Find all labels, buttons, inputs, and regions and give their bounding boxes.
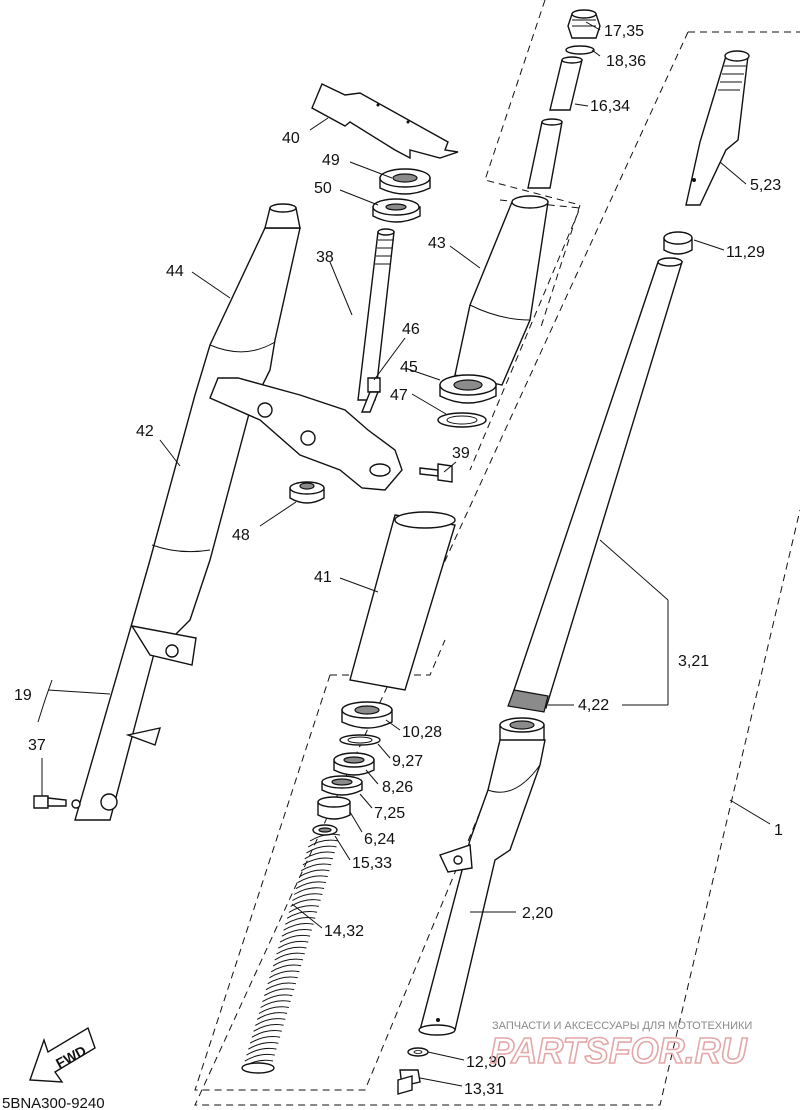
gasket-part [407,1047,429,1057]
inner-parts-group-boundary [194,639,486,1091]
lower-bearing-part [372,198,421,223]
callout-49: 49 [322,152,340,169]
pinch-bolt-part [360,377,381,413]
washer-part [321,775,363,796]
callout-13-31: 13,31 [464,1081,504,1098]
callout-39: 39 [452,445,470,462]
under-bracket-part [209,377,403,491]
forward-direction-arrow: FWD [29,1026,96,1083]
callout-16-34: 16,34 [590,98,630,115]
callout-46: 46 [402,321,420,338]
ring-nut-part [439,374,497,404]
callout-labels: 17,35 18,36 16,34 40 49 50 5,23 44 38 43… [14,23,783,1098]
lock-washer-part [437,412,487,428]
cap-bolt-part [567,9,601,39]
piston-ring-part [663,231,693,255]
callout-3-21: 3,21 [678,653,709,670]
oil-seal-part [333,752,375,776]
callout-5-23: 5,23 [750,177,781,194]
callout-17-35: 17,35 [604,23,644,40]
leader-lines [37,21,771,1087]
callout-10-28: 10,28 [402,724,442,741]
steering-nut-part [289,481,325,504]
callout-18-36: 18,36 [606,53,646,70]
upper-bearing-part [379,168,431,195]
callout-47: 47 [390,387,408,404]
callout-4-22: 4,22 [578,697,609,714]
callout-7-25: 7,25 [374,805,405,822]
callout-19: 19 [14,687,32,704]
cap-bolt-group-boundary [484,0,581,331]
callout-38: 38 [316,249,334,266]
spacer-tube-part [527,118,563,189]
clip-part [339,734,381,746]
callout-37: 37 [28,737,46,754]
inner-tube-part [507,257,683,713]
callout-44: 44 [166,263,184,280]
watermark: ЗАПЧАСТИ И АКСЕССУАРЫ ДЛЯ МОТОТЕХНИКИ PA… [489,1020,752,1072]
callout-41: 41 [314,569,332,586]
callout-12-30: 12,30 [466,1054,506,1071]
callout-6-24: 6,24 [364,831,395,848]
upper-cover-part [454,195,549,386]
lower-cover-part [349,511,456,691]
callout-45: 45 [400,359,418,376]
collar-part [549,56,583,111]
slide-metal-part [317,796,351,820]
clamp-bolt-part [419,463,453,483]
callout-42: 42 [136,423,154,440]
callout-2-20: 2,20 [522,905,553,922]
callout-8-26: 8,26 [382,779,413,796]
diagram-code: 5BNA300-9240 [2,1095,105,1110]
outer-fork-leg-part [74,203,301,821]
callout-15-33: 15,33 [352,855,392,872]
spring-seat-part [312,824,338,836]
outer-tube-part [418,739,546,1036]
callout-48: 48 [232,527,250,544]
watermark-tagline: ЗАПЧАСТИ И АКСЕССУАРЫ ДЛЯ МОТОТЕХНИКИ [492,1020,752,1032]
drain-screw-part [33,795,81,809]
callout-43: 43 [428,235,446,252]
fork-spring-part [241,833,341,1074]
callout-40: 40 [282,130,300,147]
callout-9-27: 9,27 [392,753,423,770]
damper-rod-part [685,50,750,206]
callout-14-32: 14,32 [324,923,364,940]
watermark-brand: PARTSFOR.RU [490,1030,748,1071]
o-ring-part [565,45,595,55]
callout-1: 1 [774,822,783,839]
callout-11-29: 11,29 [726,244,765,261]
drain-bolt-part [397,1069,421,1095]
steering-stem-part [357,228,395,401]
dust-seal-part [341,701,393,729]
callout-50: 50 [314,180,332,197]
bracket-plate-part [311,83,459,160]
